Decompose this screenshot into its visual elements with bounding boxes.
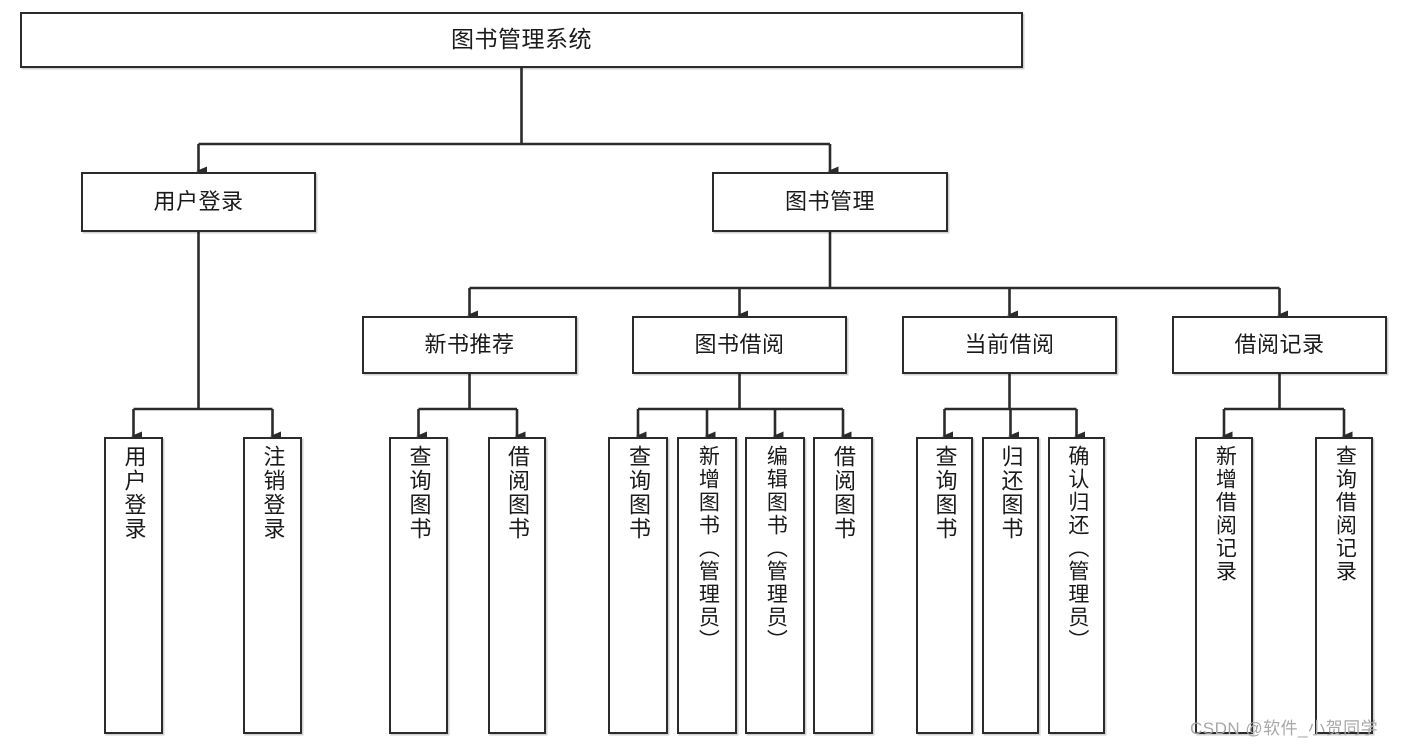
node-borrow-record[interactable]: 借阅记录 (1172, 316, 1387, 374)
node-leaf-borrow-edit[interactable]: 编辑图书（管理员） (745, 437, 805, 734)
node-label: 图书管理系统 (451, 26, 592, 53)
node-label: 当前借阅 (964, 331, 1055, 357)
node-label: 确认归还（管理员） (1065, 445, 1089, 652)
node-label: 新增图书（管理员） (696, 445, 720, 652)
node-leaf-rec-borrow[interactable]: 借阅图书 (488, 437, 546, 734)
node-leaf-borrow-add[interactable]: 新增图书（管理员） (677, 437, 737, 734)
node-leaf-user-logout[interactable]: 注销登录 (243, 437, 302, 734)
node-label: 查询图书 (625, 445, 651, 541)
node-leaf-cur-confirm[interactable]: 确认归还（管理员） (1048, 437, 1105, 734)
node-leaf-cur-query[interactable]: 查询图书 (916, 437, 973, 734)
node-new-book-rec[interactable]: 新书推荐 (362, 316, 577, 374)
node-user-login[interactable]: 用户登录 (81, 172, 316, 232)
node-label: 借阅记录 (1234, 331, 1325, 357)
node-leaf-rec-query[interactable]: 查询图书 (389, 437, 448, 734)
node-book-manage[interactable]: 图书管理 (712, 172, 948, 232)
node-leaf-user-login[interactable]: 用户登录 (104, 437, 163, 734)
node-label: 查询图书 (406, 445, 432, 541)
node-label: 编辑图书（管理员） (764, 445, 788, 652)
node-book-borrow[interactable]: 图书借阅 (632, 316, 847, 374)
node-leaf-borrow-lend[interactable]: 借阅图书 (813, 437, 873, 734)
node-label: 注销登录 (260, 445, 286, 541)
node-leaf-rec-query2[interactable]: 查询借阅记录 (1315, 437, 1373, 734)
node-label: 图书借阅 (694, 331, 785, 357)
node-label: 新书推荐 (424, 331, 515, 357)
node-label: 借阅图书 (830, 445, 856, 541)
node-label: 用户登录 (121, 445, 147, 541)
node-label: 新增借阅记录 (1213, 445, 1237, 583)
node-leaf-cur-return[interactable]: 归还图书 (982, 437, 1039, 734)
node-label: 图书管理 (784, 188, 875, 214)
node-label: 归还图书 (998, 445, 1024, 541)
node-leaf-rec-add[interactable]: 新增借阅记录 (1195, 437, 1253, 734)
node-leaf-borrow-query[interactable]: 查询图书 (608, 437, 668, 734)
node-label: 查询图书 (932, 445, 958, 541)
node-label: 查询借阅记录 (1333, 445, 1357, 583)
watermark-text: CSDN @软件_小贺同学 (1190, 719, 1379, 738)
node-root[interactable]: 图书管理系统 (20, 12, 1023, 68)
node-current-borrow[interactable]: 当前借阅 (902, 316, 1117, 374)
node-label: 用户登录 (153, 188, 244, 214)
node-label: 借阅图书 (504, 445, 530, 541)
